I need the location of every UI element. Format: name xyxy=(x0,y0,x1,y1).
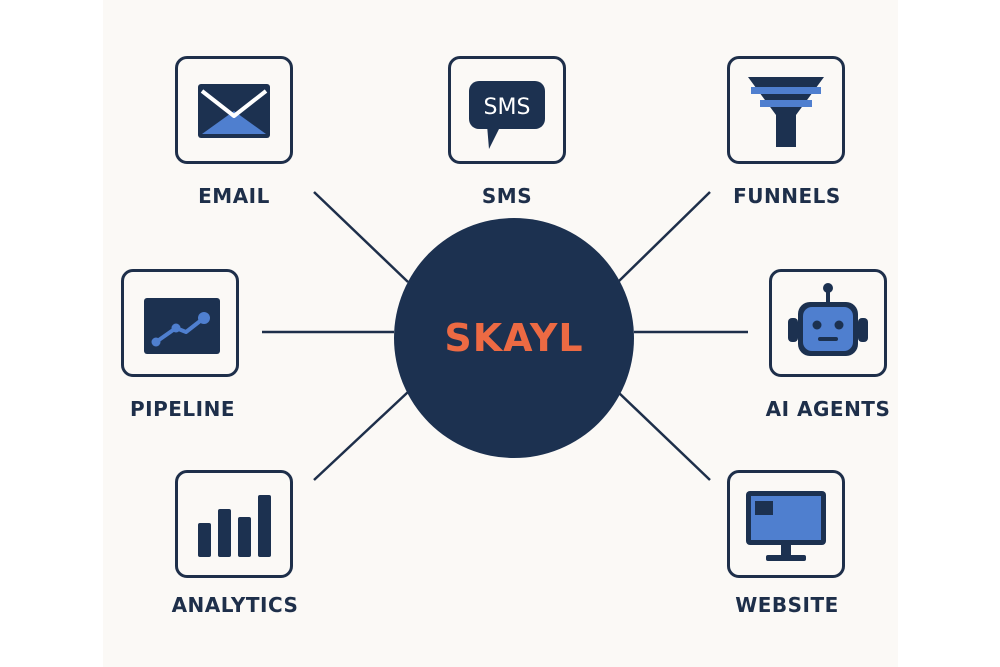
node-analytics-label: ANALYTICS xyxy=(171,593,299,617)
funnel-icon xyxy=(748,77,824,147)
node-analytics-tile xyxy=(175,470,293,578)
bar-chart-icon xyxy=(198,495,271,557)
connector-website xyxy=(617,391,711,481)
node-email-tile xyxy=(175,56,293,164)
node-ai-agents-tile xyxy=(769,269,887,377)
connector-funnels xyxy=(617,191,711,283)
node-pipeline-label: PIPELINE xyxy=(129,397,235,421)
connector-analytics xyxy=(313,391,409,481)
chat-bubble-icon: SMS xyxy=(469,81,545,149)
robot-icon xyxy=(788,283,868,356)
sms-icon-text: SMS xyxy=(484,95,531,120)
node-website-label: WEBSITE xyxy=(735,593,839,617)
hub-circle: SKAYL xyxy=(394,218,634,458)
monitor-icon xyxy=(746,491,826,561)
node-pipeline-tile xyxy=(121,269,239,377)
connector-email xyxy=(313,191,409,283)
envelope-icon xyxy=(198,84,270,138)
node-website-tile xyxy=(727,470,845,578)
node-funnels-label: FUNNELS xyxy=(733,184,841,208)
node-ai-agents-label: AI AGENTS xyxy=(765,397,891,421)
node-sms-tile: SMS xyxy=(448,56,566,164)
node-email-label: EMAIL xyxy=(198,184,270,208)
node-sms-label: SMS xyxy=(481,184,533,208)
trend-line-icon xyxy=(144,298,220,354)
node-funnels-tile xyxy=(727,56,845,164)
hub-label: SKAYL xyxy=(444,316,584,360)
